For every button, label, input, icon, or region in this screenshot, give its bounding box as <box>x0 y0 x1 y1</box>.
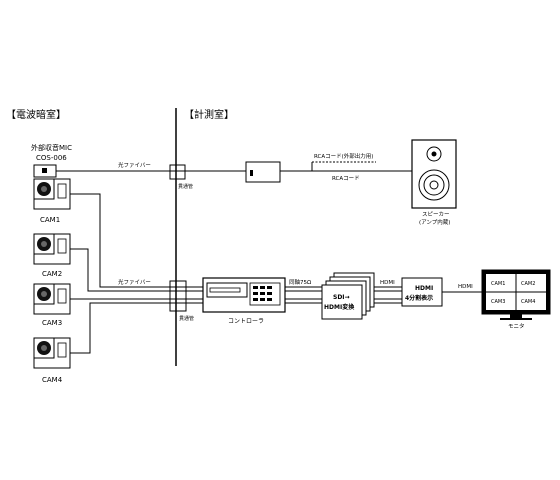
fiber-label-top: 光ファイバー <box>118 161 151 169</box>
monitor-quadrant-4: CAM4 <box>521 299 535 305</box>
camera-2-label: CAM2 <box>42 270 62 278</box>
camera-3-icon <box>33 283 71 315</box>
hdmi-label-1: HDMI <box>380 280 395 286</box>
monitor-quadrant-3: CAM3 <box>491 299 505 305</box>
camera-4-icon <box>33 337 71 369</box>
hdmi-lines-1 <box>374 286 402 304</box>
coax-label: 同軸75Ω <box>289 278 311 286</box>
penetration-pipe-bottom <box>169 280 187 312</box>
penetration-label-top: 貫通管 <box>178 183 193 190</box>
hdmi-label-2: HDMI <box>458 284 473 290</box>
monitor-icon <box>481 269 551 320</box>
camera-1-label: CAM1 <box>40 216 60 224</box>
camera-2-icon <box>33 233 71 265</box>
camera-1-icon <box>33 178 71 210</box>
speaker-icon <box>411 139 457 209</box>
rca-label: RCAコード <box>332 175 360 182</box>
room-label-measurement: 【計測室】 <box>184 108 234 121</box>
room-label-anechoic: 【電波暗室】 <box>6 108 66 121</box>
quad-splitter-label: HDMI <box>415 285 433 292</box>
mic-label: 外部収音MIC <box>31 143 72 152</box>
rca-external-label: RCAコード(外部出力用) <box>314 152 373 160</box>
penetration-label-bottom: 貫通管 <box>179 315 194 322</box>
camera-wiring <box>70 193 206 354</box>
fiber-receiver-box <box>245 161 281 183</box>
mic-icon <box>33 164 57 178</box>
camera-3-label: CAM3 <box>42 319 62 327</box>
sdi-converter-stack <box>321 272 375 320</box>
coax-lines <box>285 286 322 304</box>
fiber-label-bottom: 光ファイバー <box>118 278 151 286</box>
controller-label: コントローラ <box>228 318 264 325</box>
sdi-converter-sub-label: HDMI変換 <box>324 303 355 311</box>
quad-splitter-sub-label: 4分割表示 <box>405 294 433 302</box>
monitor-label: モニタ <box>508 322 525 330</box>
speaker-sub-label: (アンプ内蔵) <box>419 218 450 226</box>
sdi-converter-label: SDI→ <box>333 294 350 301</box>
speaker-label: スピーカー <box>422 211 450 218</box>
penetration-pipe-top <box>169 164 186 180</box>
camera-4-label: CAM4 <box>42 376 63 384</box>
mic-model-label: COS-006 <box>36 154 67 162</box>
monitor-quadrant-2: CAM2 <box>521 281 535 287</box>
monitor-quadrant-1: CAM1 <box>491 281 505 287</box>
controller-icon <box>202 277 286 313</box>
